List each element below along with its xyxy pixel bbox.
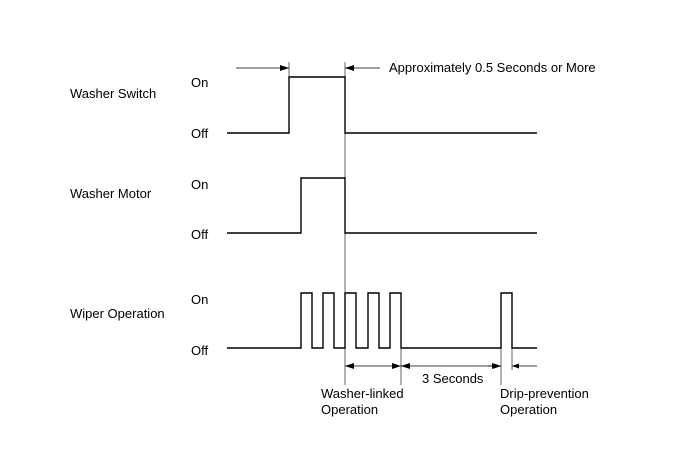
switch-duration-annotation: Approximately 0.5 Seconds or More (389, 60, 596, 75)
washer-motor-off-label: Off (191, 227, 208, 242)
wiper-operation-waveform (227, 292, 537, 349)
washer-motor-waveform (227, 177, 537, 234)
switch-duration-dimension (236, 65, 380, 71)
washer-switch-off-label: Off (191, 126, 208, 141)
wiper-operation-label: Wiper Operation (70, 306, 165, 321)
washer-motor-on-label: On (191, 177, 208, 192)
washer-linked-annotation-line2: Operation (321, 402, 378, 417)
washer-switch-waveform (227, 76, 537, 134)
washer-linked-dimension (345, 363, 401, 369)
drip-prevention-annotation-line1: Drip-prevention (500, 386, 589, 401)
delay-dimension (401, 363, 501, 369)
drip-prevention-annotation-line2: Operation (500, 402, 557, 417)
delay-annotation: 3 Seconds (422, 371, 484, 386)
washer-switch-on-label: On (191, 75, 208, 90)
wiper-off-label: Off (191, 343, 208, 358)
wiper-on-label: On (191, 292, 208, 307)
washer-linked-annotation-line1: Washer-linked (321, 386, 404, 401)
washer-switch-label: Washer Switch (70, 86, 156, 101)
drip-prevention-dimension (488, 363, 537, 369)
washer-motor-label: Washer Motor (70, 186, 152, 201)
